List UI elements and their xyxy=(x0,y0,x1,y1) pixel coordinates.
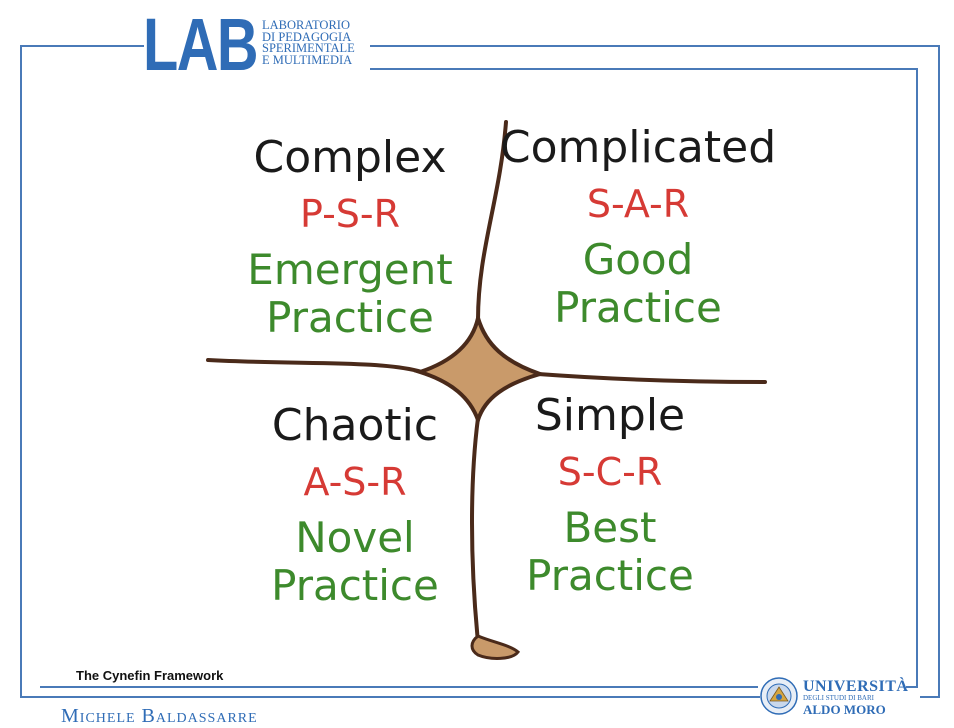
frame-bottom xyxy=(20,696,760,698)
practice-line: Best xyxy=(563,503,657,552)
practice-line: Practice xyxy=(271,561,439,610)
foot-blob xyxy=(470,634,521,660)
domain-name: Simple xyxy=(534,390,686,441)
lab-subtitle-line: e Multimedia xyxy=(262,52,353,67)
lab-logo: LAB xyxy=(143,3,259,86)
lab-subtitle-line: di Pedagogia xyxy=(262,29,352,44)
vertical-line-bottom xyxy=(470,416,480,644)
domain-code: A-S-R xyxy=(303,460,407,504)
frame-inner-bottom xyxy=(40,686,758,688)
frame-top-right xyxy=(370,45,940,47)
frame-inner-bottom-right xyxy=(906,686,918,688)
domain-name: Complicated xyxy=(499,122,777,173)
practice-line: Emergent xyxy=(247,245,453,294)
lab-subtitle: Laboratorio di Pedagogia Sperimentale e … xyxy=(262,18,355,67)
domain-code: P-S-R xyxy=(299,192,401,236)
frame-top-left xyxy=(20,45,144,47)
practice-line: Good xyxy=(582,235,694,284)
horizontal-line-left xyxy=(206,358,424,374)
university-seal-icon xyxy=(760,677,798,715)
practice-line: Practice xyxy=(266,293,434,342)
practice-line: Novel xyxy=(295,513,415,562)
frame-inner-top xyxy=(370,68,918,70)
frame-inner-right xyxy=(916,68,918,686)
horizontal-line-right xyxy=(536,372,767,384)
quadrant-complex: Complex P-S-R Emergent Practice xyxy=(240,132,460,342)
frame-left xyxy=(20,45,22,697)
domain-name: Complex xyxy=(253,132,447,183)
domain-code: S-C-R xyxy=(557,450,663,494)
quadrant-chaotic: Chaotic A-S-R Novel Practice xyxy=(250,400,460,610)
practice-line: Practice xyxy=(526,551,694,600)
lab-subtitle-line: Laboratorio xyxy=(262,18,350,32)
domain-code: S-A-R xyxy=(586,182,690,226)
university-name: UNIVERSITÀ DEGLI STUDI DI BARI ALDO MORO xyxy=(803,678,909,717)
quadrant-complicated: Complicated S-A-R Good Practice xyxy=(488,122,788,332)
university-line-2: DEGLI STUDI DI BARI xyxy=(803,694,874,702)
university-line-1: UNIVERSITÀ xyxy=(803,678,909,695)
domain-name: Chaotic xyxy=(271,400,439,451)
university-line-3: ALDO MORO xyxy=(803,702,886,717)
lab-subtitle-line: Sperimentale xyxy=(262,41,355,55)
vertical-line-top xyxy=(476,120,508,322)
practice-line: Practice xyxy=(554,283,722,332)
frame-right xyxy=(938,45,940,697)
author-name: Michele Baldassarre xyxy=(61,705,258,727)
quadrant-simple: Simple S-C-R Best Practice xyxy=(500,390,720,600)
frame-bottom-right xyxy=(920,696,940,698)
diagram-caption: The Cynefin Framework xyxy=(76,668,224,683)
